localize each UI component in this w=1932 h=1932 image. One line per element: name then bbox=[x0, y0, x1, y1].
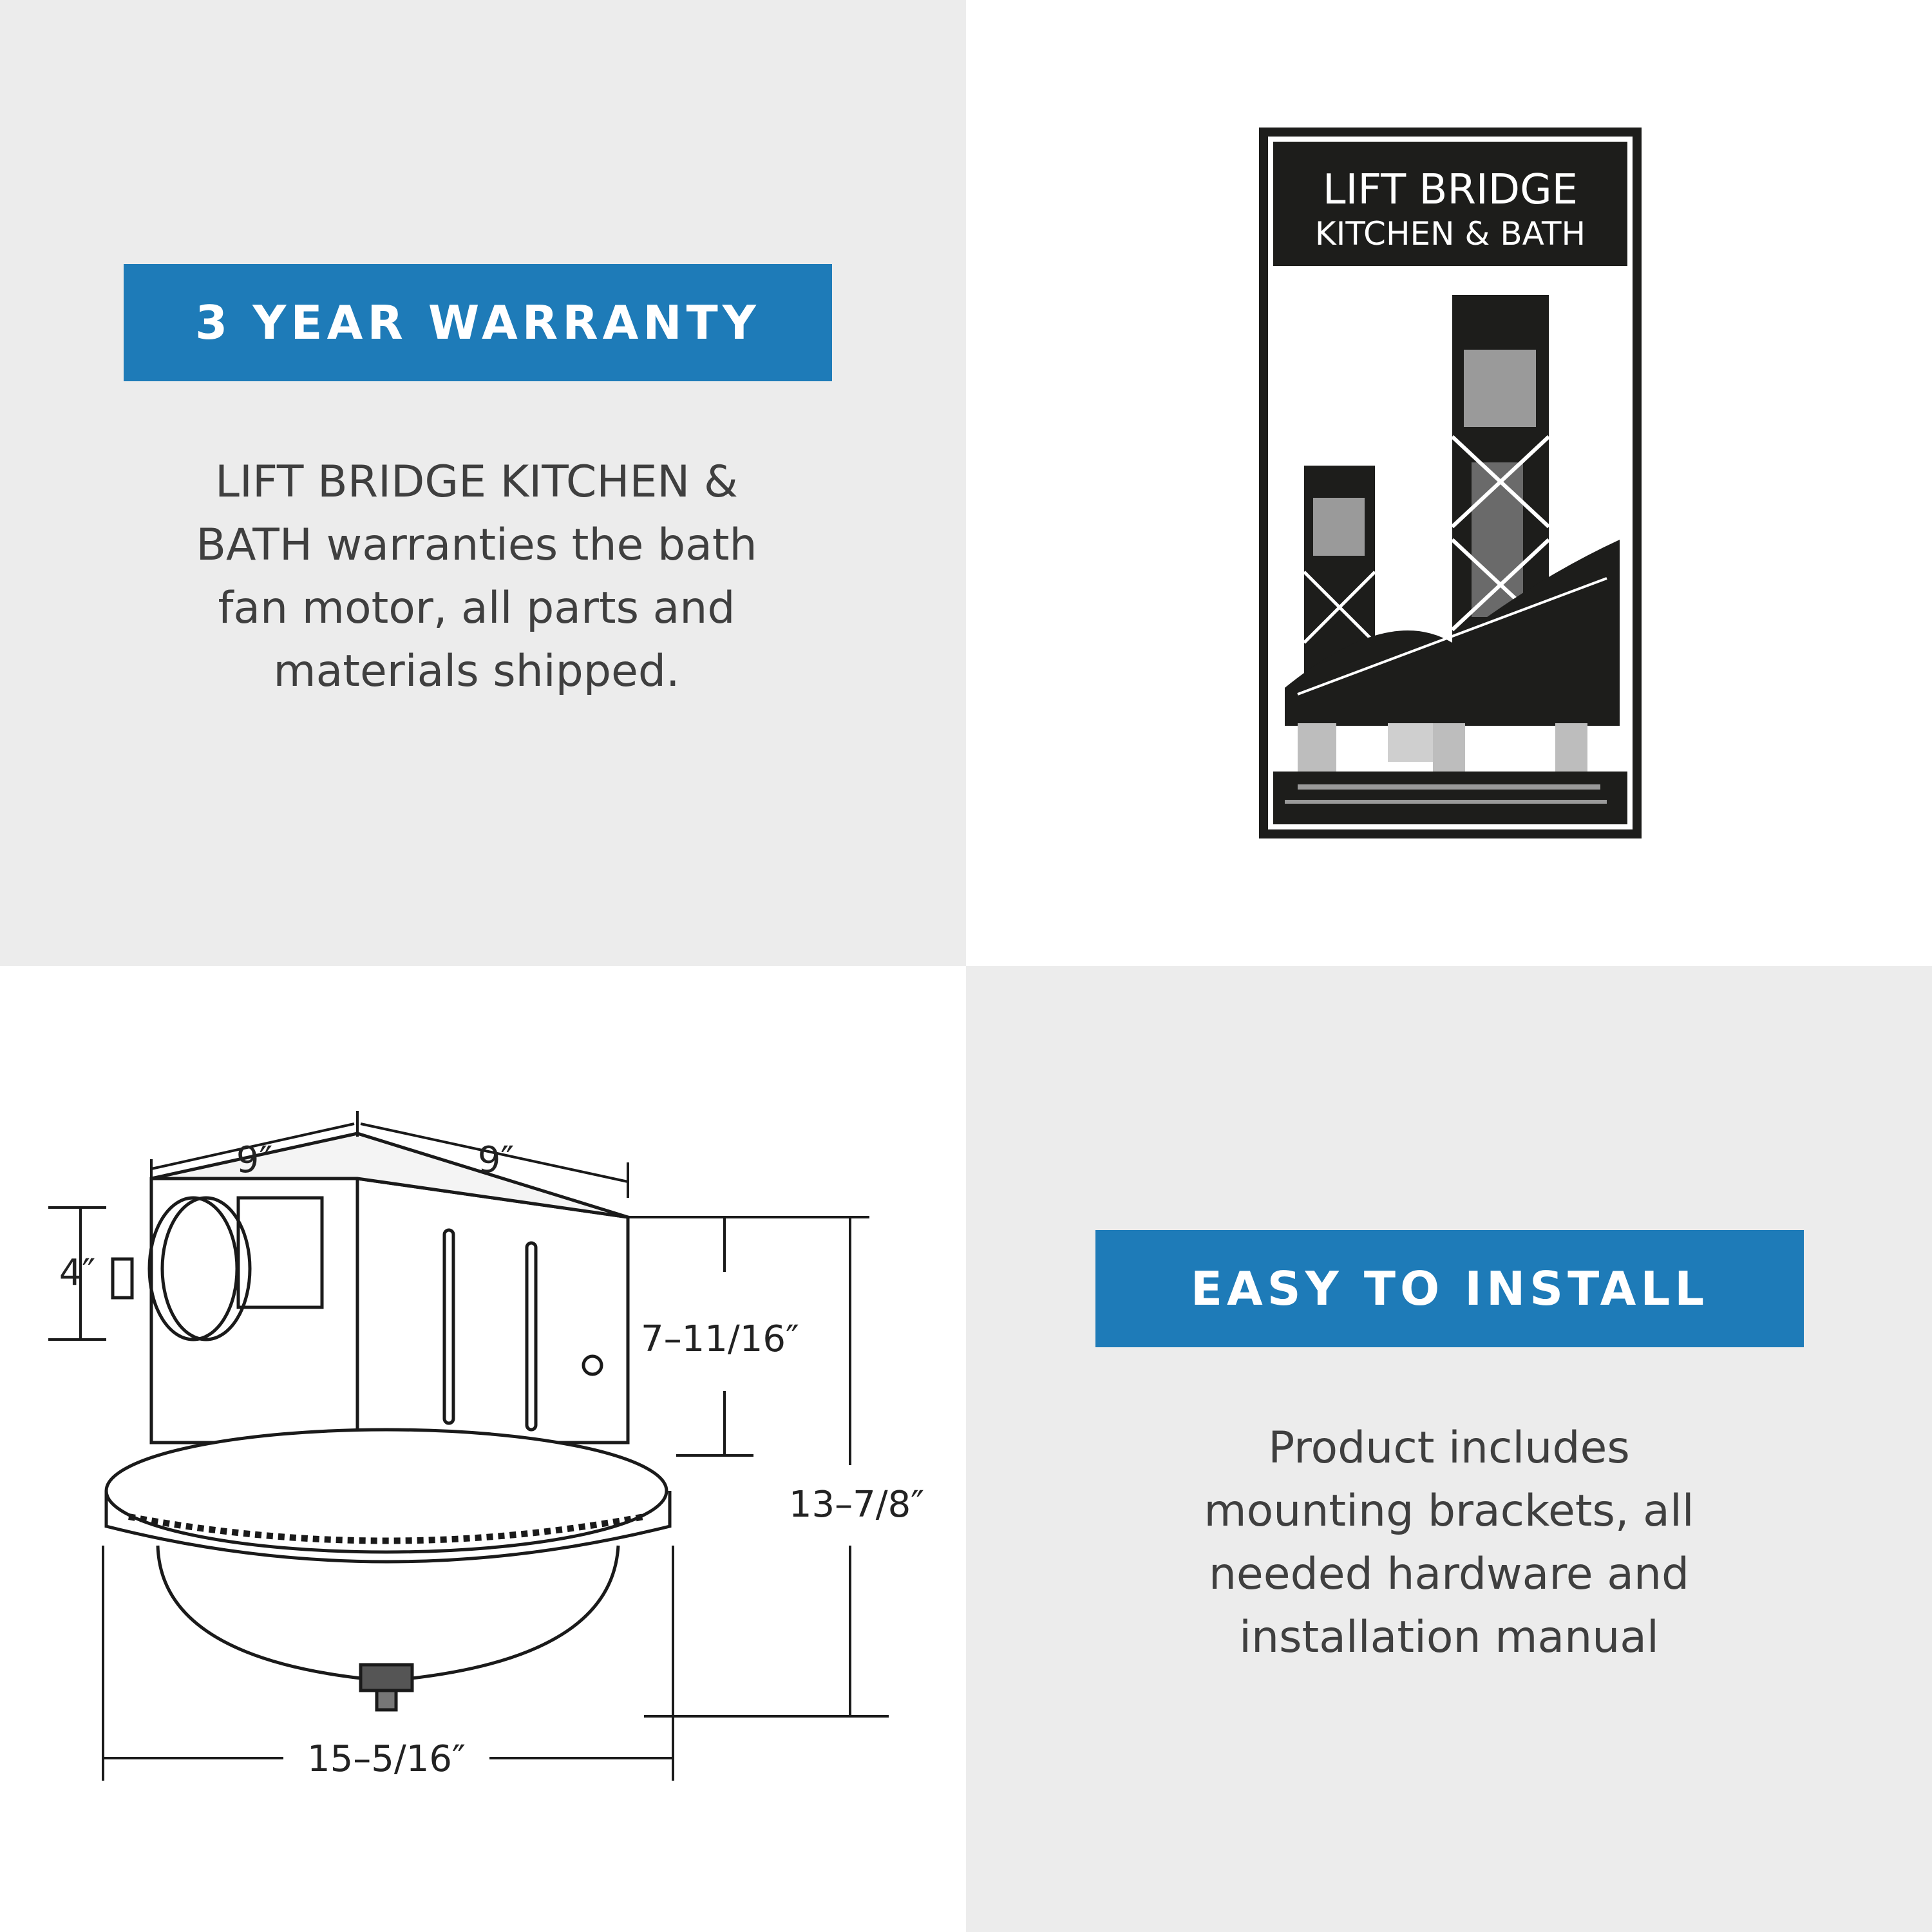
warranty-description: LIFT BRIDGE KITCHEN & BATH warranties th… bbox=[116, 451, 837, 703]
warranty-line: materials shipped. bbox=[273, 646, 680, 697]
logo-panel: LIFT BRIDGE KITCHEN & BATH bbox=[966, 0, 1932, 966]
warranty-line: LIFT BRIDGE KITCHEN & bbox=[215, 457, 738, 507]
install-line: Product includes bbox=[1268, 1423, 1630, 1473]
dim-width-left: 9″ bbox=[236, 1139, 273, 1181]
warranty-panel: 3 YEAR WARRANTY LIFT BRIDGE KITCHEN & BA… bbox=[0, 0, 966, 966]
logo-title-line2: KITCHEN & BATH bbox=[1315, 215, 1586, 252]
fan-drawing bbox=[104, 1132, 672, 1712]
install-line: needed hardware and bbox=[1208, 1549, 1690, 1600]
dim-housing-height: 7–11/16″ bbox=[641, 1318, 799, 1360]
dimension-panel: 9″ 9″ 4″ 7–11/16″ 13–7/8″ 15–5/16″ bbox=[0, 966, 966, 1932]
install-banner: EASY TO INSTALL bbox=[1095, 1230, 1804, 1347]
bridge-illustration bbox=[1273, 295, 1627, 824]
warranty-line: fan motor, all parts and bbox=[218, 583, 735, 634]
install-line: mounting brackets, all bbox=[1204, 1486, 1694, 1537]
brand-logo: LIFT BRIDGE KITCHEN & BATH bbox=[1259, 128, 1642, 838]
dim-duct: 4″ bbox=[59, 1252, 96, 1294]
logo-title-line1: LIFT BRIDGE bbox=[1323, 166, 1578, 214]
dimension-diagram: 9″ 9″ 4″ 7–11/16″ 13–7/8″ 15–5/16″ bbox=[0, 966, 966, 1932]
warranty-banner: 3 YEAR WARRANTY bbox=[124, 264, 832, 381]
dim-total-height: 13–7/8″ bbox=[789, 1484, 924, 1526]
install-line: installation manual bbox=[1239, 1612, 1659, 1663]
dim-width-right: 9″ bbox=[478, 1139, 515, 1181]
dimension-lines bbox=[48, 1111, 889, 1781]
warranty-line: BATH warranties the bath bbox=[196, 520, 757, 571]
install-description: Product includes mounting brackets, all … bbox=[1088, 1417, 1810, 1669]
install-panel: EASY TO INSTALL Product includes mountin… bbox=[966, 966, 1932, 1932]
dim-diameter: 15–5/16″ bbox=[307, 1738, 466, 1780]
